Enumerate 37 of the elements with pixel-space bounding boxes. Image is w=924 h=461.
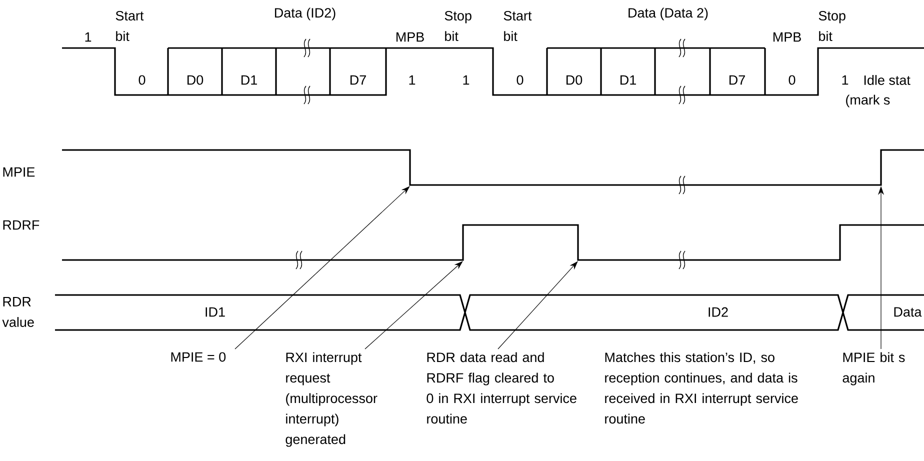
- annotation-text: MPIE = 0: [171, 352, 226, 362]
- timing-label: Data (ID2): [274, 8, 336, 20]
- signal-name: MPIE: [3, 167, 35, 177]
- timing-label: D7: [730, 75, 745, 85]
- timing-label: 0: [138, 75, 146, 85]
- timing-label: D1: [620, 75, 636, 85]
- timing-label: 1: [85, 32, 92, 42]
- timing-label: D7: [350, 75, 366, 85]
- timing-label: Start bit: [116, 10, 144, 42]
- signal-name: RDRF: [3, 220, 40, 230]
- annotation-text: RXI interrupt request (multiprocessor interrupt) generated: [286, 352, 378, 447]
- bus-value: ID1: [206, 307, 225, 317]
- bus-value: ID2: [708, 307, 728, 317]
- annotation-text: Matches this station’s ID, so reception continues, and data is received in RXI interrupt service routine: [605, 352, 798, 424]
- leader-arrow: [498, 261, 578, 350]
- timing-label: Start bit: [504, 10, 532, 42]
- timing-label: D1: [242, 75, 257, 85]
- timing-label: MPB: [774, 32, 801, 42]
- annotation-text: MPIE bit s again: [842, 352, 905, 386]
- leader-arrow: [364, 261, 463, 350]
- timing-label: D0: [187, 75, 204, 85]
- timing-label: 0: [516, 75, 524, 85]
- timing-label: D0: [566, 75, 582, 85]
- timing-label: 1: [409, 75, 416, 85]
- timing-label: Stop bit: [444, 10, 472, 42]
- annotation-text: RDR data read and RDRF flag cleared to 0 in RXI interrupt service routine: [426, 352, 576, 424]
- timing-label: 1: [842, 75, 848, 85]
- signal-name: RDR value: [2, 297, 34, 327]
- timing-label: Idle stat: [864, 75, 910, 85]
- bus-value: Data: [894, 307, 922, 317]
- leader-arrow: [234, 186, 410, 350]
- timing-label: 0: [788, 75, 796, 85]
- timing-label: (mark s: [846, 94, 890, 108]
- timing-label: Stop bit: [818, 10, 846, 42]
- timing-label: Data (Data 2): [628, 8, 708, 20]
- timing-label: MPB: [396, 32, 424, 42]
- timing-label: 1: [463, 75, 470, 85]
